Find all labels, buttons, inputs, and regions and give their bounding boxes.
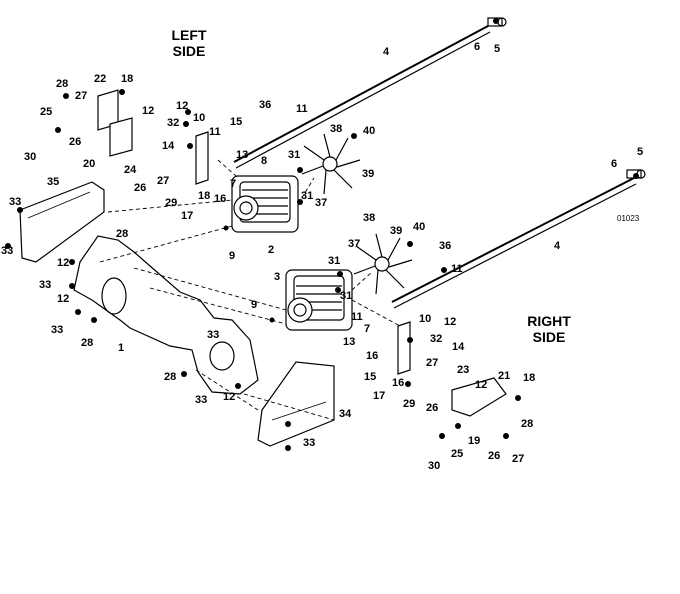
callout-part-number: 8 [261,155,268,167]
callout-part-number: 4 [554,240,561,252]
callout-part-number: 28 [164,371,177,383]
callout-part-number: 39 [362,168,375,180]
callout-part-number: 33 [9,196,22,208]
callout-part-number: 11 [209,126,221,138]
callout-part-number: 14 [452,341,465,353]
callout-part-number: 12 [57,257,70,269]
callout-part-number: 7 [364,323,371,335]
callout-part-number: 38 [363,212,376,224]
callout-part-number: 6 [611,158,618,170]
callout-part-number: 28 [521,418,534,430]
callout-part-number: 34 [339,408,352,420]
callout-part-number: 36 [439,240,452,252]
callout-part-number: 23 [457,364,470,376]
callout-part-number: 27 [157,175,170,187]
callout-part-number: 38 [330,123,343,135]
callout-part-number: 1 [118,342,125,354]
callout-part-number: 32 [167,117,180,129]
callout-part-number: 10 [193,112,206,124]
callout-part-number: 26 [426,402,439,414]
callout-part-number: 11 [296,103,308,115]
callout-part-number: 39 [390,225,403,237]
callout-part-number: 13 [236,149,249,161]
callout-part-number: 32 [430,333,443,345]
callout-part-number: 9 [229,250,236,262]
callout-part-number: 18 [198,190,211,202]
callout-part-number: 16 [366,350,379,362]
callout-part-number: 20 [83,158,96,170]
callout-part-number: 21 [498,370,511,382]
callout-part-number: 12 [223,391,236,403]
callout-part-number: 24 [124,164,137,176]
callout-part-number: 10 [419,313,432,325]
callout-part-number: 11 [351,311,363,323]
callout-part-number: 19 [468,435,481,447]
callout-part-number: 17 [373,390,386,402]
figure-number: 01023 [617,214,640,223]
callout-part-number: 31 [340,290,353,302]
callout-part-number: 9 [251,299,258,311]
right-side-title: RIGHT SIDE [527,313,571,345]
callout-part-number: 31 [301,190,314,202]
callout-part-number: 30 [24,151,37,163]
callout-part-number: 25 [40,106,53,118]
callout-part-number: 27 [512,453,525,465]
callout-part-number: 15 [364,371,377,383]
callout-part-number: 33 [51,324,64,336]
callout-part-number: 30 [428,460,441,472]
callout-part-number: 27 [75,90,88,102]
callout-part-number: 15 [230,116,243,128]
callout-part-number: 37 [348,238,361,250]
callout-part-number: 26 [488,450,501,462]
callout-part-number: 2 [268,244,275,256]
callout-part-number: 29 [165,197,178,209]
callout-part-number: 12 [444,316,457,328]
callout-part-number: 28 [56,78,69,90]
callout-part-number: 33 [1,245,14,257]
callout-part-number: 31 [288,149,301,161]
callout-part-number: 33 [303,437,316,449]
callout-part-number: 18 [121,73,134,85]
callout-part-number: 29 [403,398,416,410]
callout-part-number: 12 [475,379,488,391]
callout-part-number: 26 [134,182,147,194]
callout-part-number: 33 [195,394,208,406]
callout-part-number: 18 [523,372,536,384]
callout-part-number: 26 [69,136,82,148]
callout-part-number: 12 [142,105,155,117]
callout-part-number: 28 [81,337,94,349]
callout-part-number: 12 [57,293,70,305]
callout-part-number: 6 [474,41,481,53]
callout-part-number: 3 [274,271,281,283]
callout-part-number: 14 [162,140,175,152]
callout-part-number: 11 [451,263,463,275]
callout-part-number: 37 [315,197,328,209]
callout-part-number: 33 [207,329,220,341]
callout-part-number: 12 [176,100,189,112]
callout-part-number: 31 [328,255,341,267]
callout-part-number: 22 [94,73,107,85]
callout-part-number: 27 [426,357,439,369]
callout-part-number: 33 [39,279,52,291]
callout-part-number: 28 [116,228,129,240]
callout-part-number: 5 [637,146,644,158]
left-side-title: LEFT SIDE [171,27,207,59]
callout-part-number: 4 [383,46,390,58]
callout-part-number: 35 [47,176,60,188]
callout-part-number: 40 [413,221,426,233]
callout-part-number: 36 [259,99,272,111]
callout-part-number: 25 [451,448,464,460]
callout-part-number: 16 [214,193,227,205]
callout-part-number: 17 [181,210,194,222]
callout-part-number: 40 [363,125,376,137]
callout-part-number: 16 [392,377,405,389]
callout-part-number: 13 [343,336,356,348]
callout-part-number: 5 [494,43,501,55]
callout-part-number: 7 [230,178,237,190]
